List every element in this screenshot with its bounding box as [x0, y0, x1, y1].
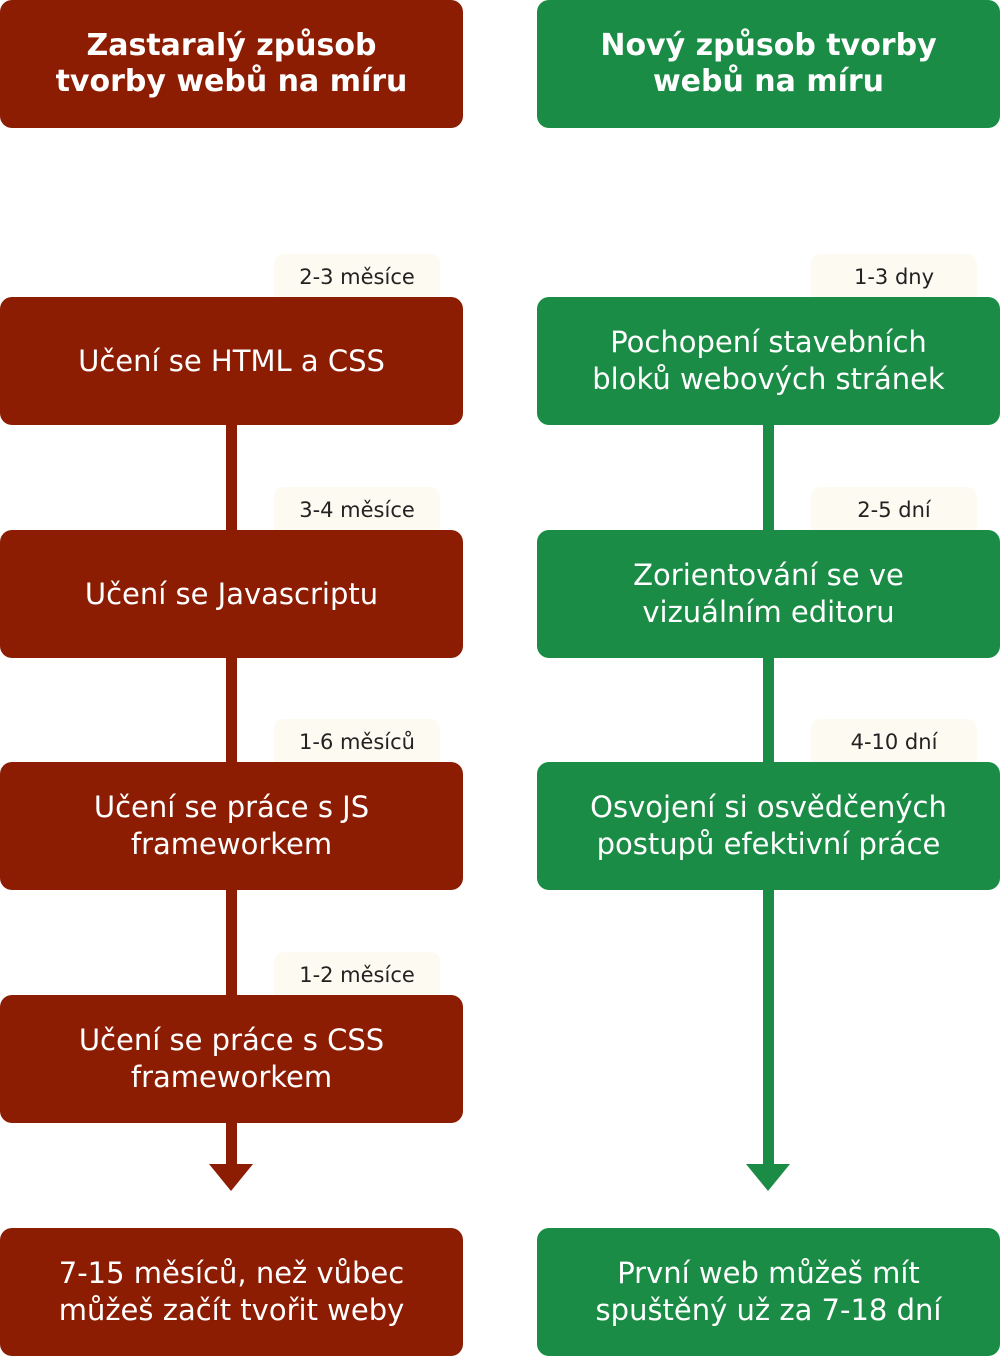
new-way-result: První web můžeš mít spuštěný už za 7-18 …	[537, 1228, 1000, 1356]
new-step-1-duration: 1-3 dny	[811, 254, 977, 304]
new-step-2: Zorientování se ve vizuálním editoru	[537, 530, 1000, 658]
new-step-3: Osvojení si osvědčených postupů efektivn…	[537, 762, 1000, 890]
old-step-4-duration: 1-2 měsíce	[274, 952, 440, 1002]
new-step-1: Pochopení stavebních bloků webových strá…	[537, 297, 1000, 425]
old-step-4: Učení se práce s CSS frameworkem	[0, 995, 463, 1123]
new-way-header: Nový způsob tvorby webů na míru	[537, 0, 1000, 128]
old-step-2-duration: 3-4 měsíce	[274, 487, 440, 537]
old-step-1-label: Učení se HTML a CSS	[78, 343, 385, 378]
new-step-1-label: Pochopení stavebních bloků webových strá…	[592, 325, 945, 396]
old-step-2: Učení se Javascriptu	[0, 530, 463, 658]
old-step-3: Učení se práce s JS frameworkem	[0, 762, 463, 890]
new-way-arrowhead	[746, 1164, 790, 1191]
old-step-2-label: Učení se Javascriptu	[84, 576, 379, 611]
old-step-1-duration: 2-3 měsíce	[274, 254, 440, 304]
old-way-header-text: Zastaralý způsob tvorby webů na míru	[55, 28, 408, 99]
new-step-2-label: Zorientování se ve vizuálním editoru	[633, 558, 904, 629]
new-way-result-text: První web můžeš mít spuštěný už za 7-18 …	[595, 1256, 942, 1327]
old-step-3-label: Učení se práce s JS frameworkem	[93, 790, 370, 861]
old-way-result-text: 7-15 měsíců, než vůbec můžeš začít tvoři…	[58, 1256, 405, 1327]
old-step-3-duration: 1-6 měsíců	[274, 719, 440, 769]
old-way-result: 7-15 měsíců, než vůbec můžeš začít tvoři…	[0, 1228, 463, 1356]
new-step-3-duration: 4-10 dní	[811, 719, 977, 769]
new-step-2-duration: 2-5 dní	[811, 487, 977, 537]
new-way-header-text: Nový způsob tvorby webů na míru	[600, 28, 937, 99]
old-way-header: Zastaralý způsob tvorby webů na míru	[0, 0, 463, 128]
old-way-arrowhead	[209, 1164, 253, 1191]
old-step-4-label: Učení se práce s CSS frameworkem	[78, 1023, 385, 1094]
old-step-1: Učení se HTML a CSS	[0, 297, 463, 425]
new-step-3-label: Osvojení si osvědčených postupů efektivn…	[590, 790, 947, 861]
